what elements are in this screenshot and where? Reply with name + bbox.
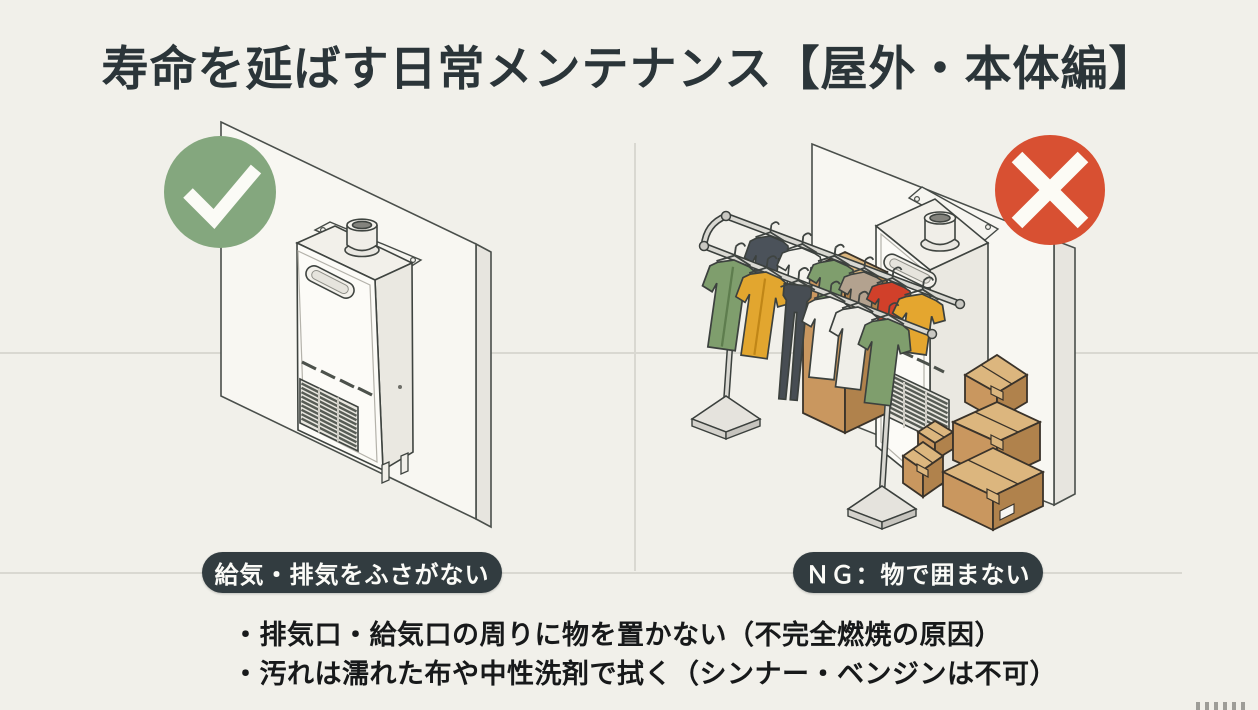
vent-dashes: [301, 360, 373, 397]
exhaust-vent: [883, 253, 937, 289]
ng-example-illustration: [690, 135, 1105, 532]
screw: [914, 195, 921, 202]
cardboard-box: [940, 447, 1046, 532]
clothes-rack: [690, 210, 966, 531]
good-label-text: 給気・排気をふさがない: [214, 562, 490, 589]
flue-pipe: [920, 211, 960, 252]
clothes-front-row: [693, 239, 916, 409]
good-example-illustration: [164, 120, 492, 529]
slide-title: 寿命を延ばす日常メンテナンス【屋外・本体編】: [101, 42, 1157, 95]
bracket-foot: [381, 461, 390, 484]
panel-divider-line: [634, 143, 636, 571]
maintenance-notes: ・排気口・給気口の周りに物を置かない（不完全燃焼の原因） ・汚れは濡れた布や中性…: [232, 616, 1057, 693]
cardboard-box: [901, 440, 945, 499]
horizontal-guide-line-upper: [0, 352, 1258, 354]
flue-pipe: [344, 218, 380, 258]
screw: [410, 257, 417, 264]
ng-label-text: ＮＧ：物で囲まない: [805, 562, 1031, 589]
note-line: ・汚れは濡れた布や中性洗剤で拭く（シンナー・ベンジンは不可）: [232, 658, 1057, 689]
exhaust-vent: [305, 265, 355, 299]
screw: [985, 223, 992, 230]
bracket-foot: [400, 452, 409, 475]
ng-label-pill: ＮＧ：物で囲まない: [793, 552, 1043, 593]
water-heater: [295, 218, 423, 484]
note-line: ・排気口・給気口の周りに物を置かない（不完全燃焼の原因）: [232, 620, 1002, 650]
horizontal-guide-line-lower: [0, 572, 1182, 574]
intake-grille: [299, 377, 359, 453]
cross-icon: [995, 135, 1105, 245]
check-icon: [164, 136, 276, 248]
good-label-pill: 給気・排気をふさがない: [202, 552, 502, 593]
box-label: [999, 503, 1015, 521]
corner-watermark-fragment: [1196, 702, 1248, 710]
cardboard-boxes: [901, 353, 1046, 532]
